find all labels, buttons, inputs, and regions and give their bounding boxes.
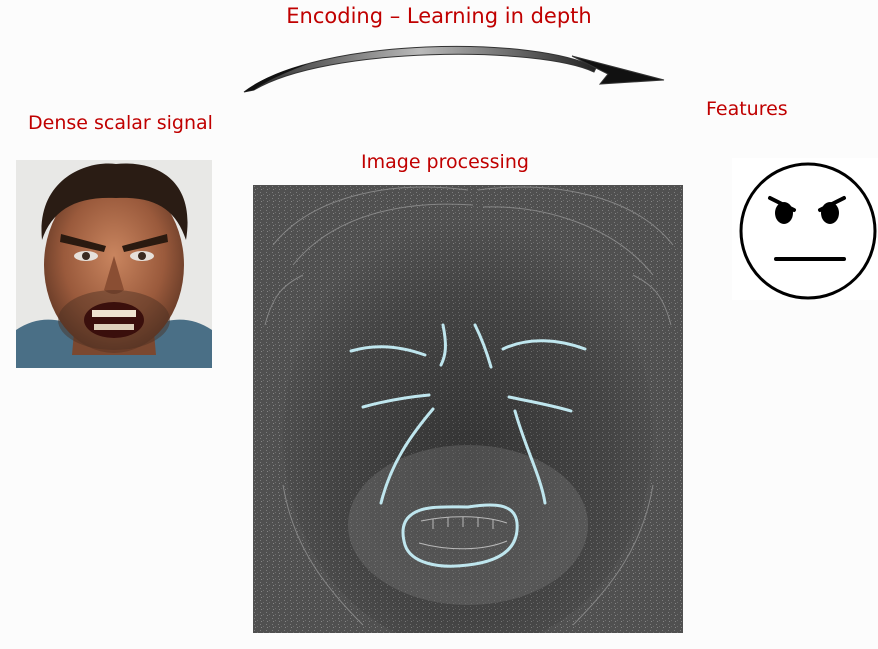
angry-face-photo	[16, 160, 212, 368]
angry-smiley-icon	[732, 158, 878, 300]
feature-lines-overlay	[349, 323, 587, 568]
diagram-title: Encoding – Learning in depth	[286, 4, 592, 28]
edge-detected-face-image	[253, 185, 683, 633]
features-label: Features	[706, 98, 788, 120]
dense-scalar-signal-label: Dense scalar signal	[28, 112, 213, 134]
curved-arrow-icon	[243, 45, 665, 93]
image-processing-label: Image processing	[361, 151, 529, 173]
